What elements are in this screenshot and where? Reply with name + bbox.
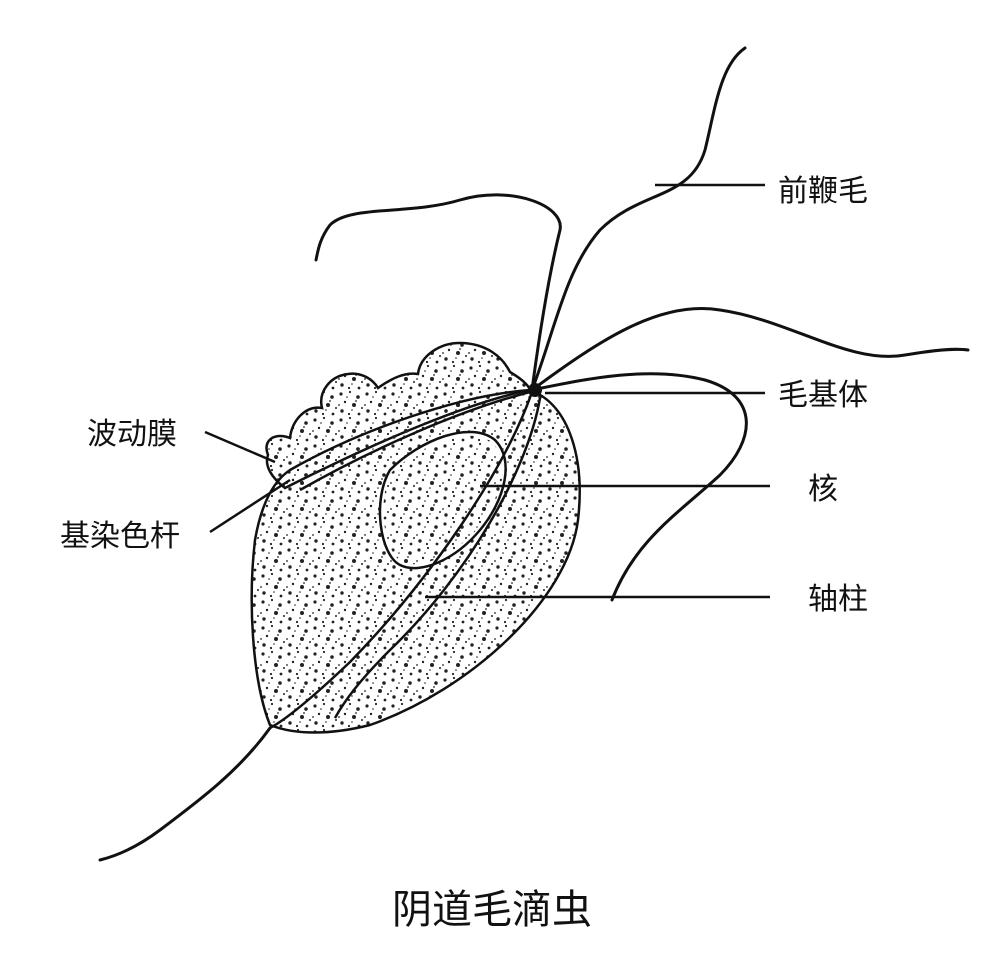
label-anterior-flagella: 前鞭毛 bbox=[778, 174, 868, 209]
costa-shape bbox=[299, 390, 531, 492]
label-axostyle: 轴柱 bbox=[808, 582, 868, 617]
label-nucleus: 核 bbox=[808, 472, 838, 507]
flagella bbox=[98, 46, 970, 862]
label-undulating-membrane: 波动膜 bbox=[87, 417, 177, 452]
nucleus-shape bbox=[378, 430, 507, 570]
basal-body-shape bbox=[528, 383, 542, 397]
label-costa: 基染色杆 bbox=[60, 519, 180, 554]
axostyle-shape bbox=[269, 391, 542, 730]
diagram-caption: 阴道毛滴虫 bbox=[392, 887, 592, 933]
label-basal-body: 毛基体 bbox=[778, 378, 868, 413]
leader-lines bbox=[204, 183, 770, 599]
